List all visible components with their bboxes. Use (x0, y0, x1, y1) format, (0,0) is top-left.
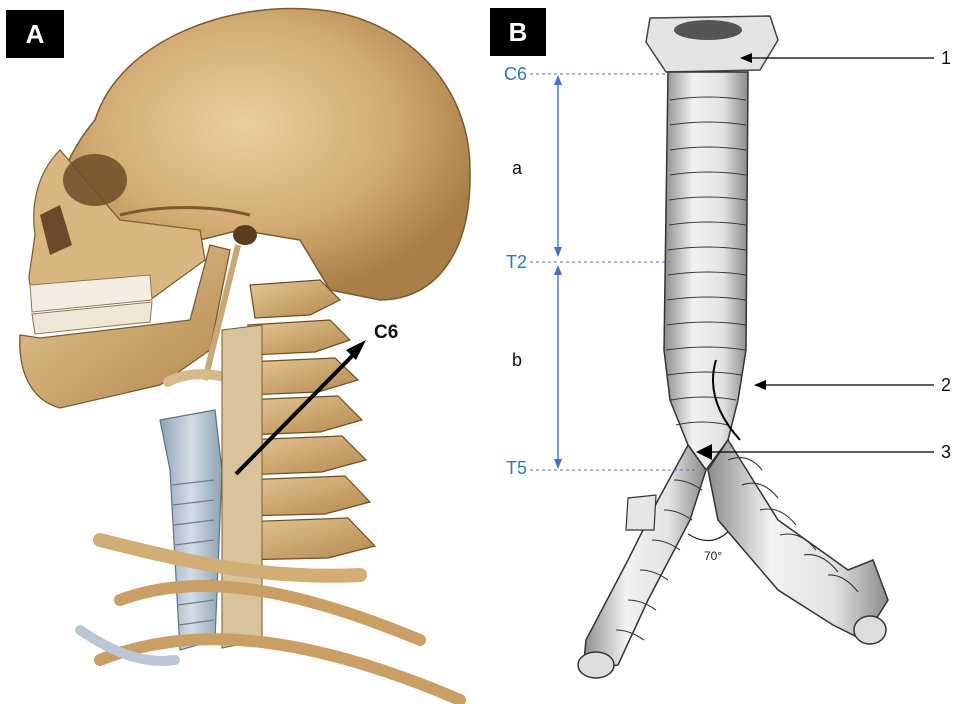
larynx-trachea (160, 410, 222, 650)
trachea (664, 72, 748, 470)
ear-canal (233, 225, 257, 245)
bifurcation-angle-arc (688, 532, 728, 541)
cricoid-opening (674, 20, 742, 40)
rib-1 (120, 586, 420, 640)
segment-b: b (512, 350, 522, 371)
skull-spine-illustration (0, 0, 478, 704)
rib-2 (100, 639, 460, 700)
bronchus-stub (626, 495, 656, 530)
callout-1: 1 (941, 48, 951, 69)
right-bronchus-end (854, 616, 886, 644)
panel-a: A C6 (0, 0, 478, 704)
level-t2: T2 (506, 252, 527, 273)
right-main-bronchus (708, 440, 888, 640)
angle-label: 70° (704, 549, 722, 563)
trachea-illustration (478, 0, 956, 704)
orbit (63, 154, 127, 206)
panel-a-label: A (6, 10, 64, 58)
callout-3: 3 (941, 442, 951, 463)
level-t5: T5 (506, 458, 527, 479)
callout-2: 2 (941, 375, 951, 396)
vertebral-bodies (222, 325, 262, 648)
level-c6: C6 (504, 64, 527, 85)
c6-arrow-label: C6 (374, 322, 398, 344)
panel-b: B C6 T2 T5 a b 1 2 3 70° (478, 0, 956, 704)
panel-b-label: B (490, 8, 546, 56)
left-bronchus-end (578, 652, 614, 678)
segment-a: a (512, 158, 522, 179)
left-main-bronchus (583, 445, 706, 670)
